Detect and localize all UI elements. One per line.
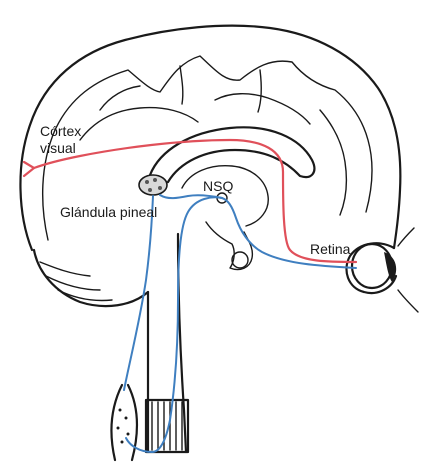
nsq-label: NSQ	[203, 178, 233, 195]
visual-cortex-label-line1: Córtex	[40, 123, 81, 140]
cervical-ganglion	[111, 385, 136, 460]
visual-cortex-label-line2: visual	[40, 140, 81, 157]
gyri-detail-4	[320, 110, 346, 215]
gyri-detail-1	[80, 108, 198, 140]
cerebellum-folia-2	[46, 276, 100, 290]
pituitary-gland	[232, 252, 248, 268]
hypothalamus-outline	[206, 222, 252, 270]
pupil-iris	[384, 252, 396, 282]
ganglion-speckles	[117, 409, 130, 444]
corpus-callosum	[150, 127, 314, 182]
cerebellum-folia-1	[40, 262, 90, 276]
gyri-detail-6	[180, 66, 183, 104]
visual-cortex-label: Córtex visual	[40, 123, 81, 157]
face-profile	[398, 228, 418, 312]
gyri-detail-5	[258, 70, 261, 112]
pineal-gland	[139, 175, 167, 195]
spinal-column-stripes	[152, 402, 182, 450]
gyri-detail-3	[215, 94, 310, 124]
pineal-gland-label: Glándula pineal	[60, 204, 157, 221]
eyeball	[352, 244, 392, 288]
gyri-detail-2	[100, 86, 140, 110]
visual-cortex-fork	[24, 162, 34, 176]
retina-label: Retina	[310, 241, 350, 258]
